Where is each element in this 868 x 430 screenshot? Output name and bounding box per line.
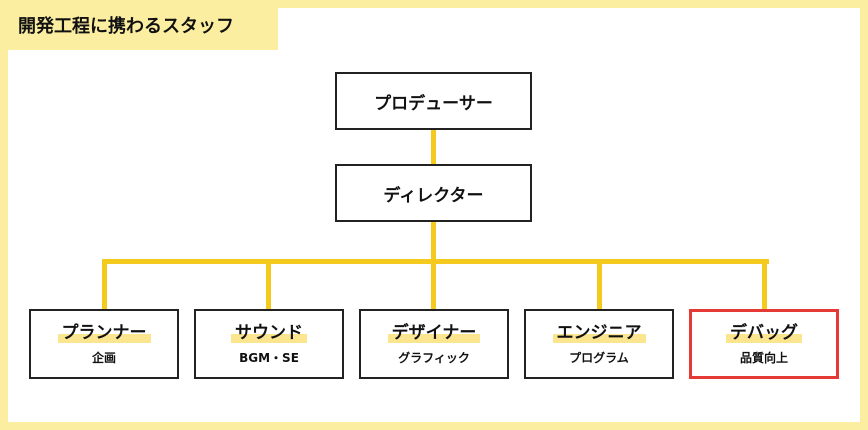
node-debug-sub: 品質向上: [739, 350, 788, 365]
node-director-label: ディレクター: [383, 185, 484, 206]
node-planner-label: プランナー: [57, 322, 151, 343]
node-engineer: エンジニア プログラム: [524, 309, 674, 379]
node-sound: サウンド BGM・SE: [194, 309, 344, 379]
node-planner: プランナー 企画: [29, 309, 179, 379]
node-engineer-label: エンジニア: [552, 322, 646, 343]
node-designer-label: デザイナー: [387, 322, 481, 343]
connector-drop-planner: [102, 259, 107, 309]
connector-producer-director: [431, 130, 436, 164]
connector-drop-engineer: [597, 259, 602, 309]
node-debug: デバッグ 品質向上: [689, 309, 839, 379]
diagram-title: 開発工程に携わるスタッフ: [0, 0, 278, 50]
node-director: ディレクター: [335, 164, 532, 222]
node-debug-label: デバッグ: [726, 322, 802, 343]
node-designer-sub: グラフィック: [398, 350, 470, 365]
connector-director-bus: [431, 222, 436, 262]
node-producer-label: プロデューサー: [374, 93, 493, 114]
connector-drop-designer: [431, 259, 436, 309]
node-sound-label: サウンド: [231, 322, 307, 343]
connector-drop-debug: [762, 259, 767, 309]
node-planner-sub: 企画: [91, 350, 116, 365]
node-sound-sub: BGM・SE: [239, 350, 299, 365]
node-designer: デザイナー グラフィック: [359, 309, 509, 379]
connector-drop-sound: [266, 259, 271, 309]
node-engineer-sub: プログラム: [569, 350, 629, 365]
node-producer: プロデューサー: [335, 72, 532, 130]
